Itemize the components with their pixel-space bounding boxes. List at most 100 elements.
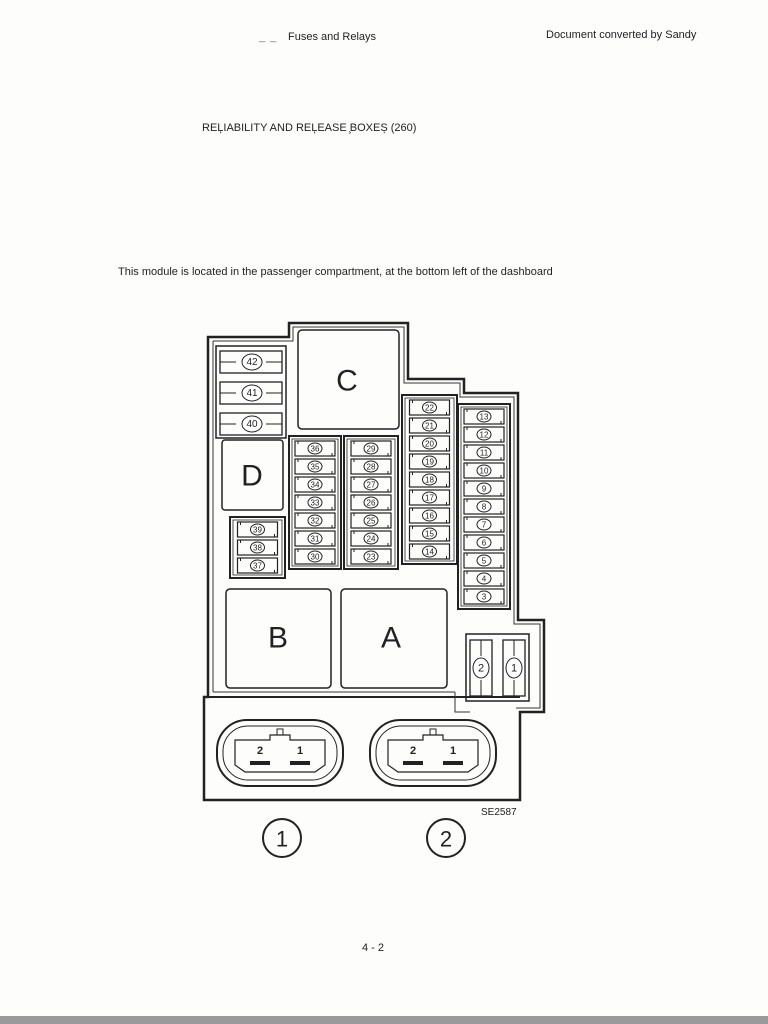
fuse-30: 30	[294, 548, 336, 565]
fuse-17: 17	[408, 489, 451, 506]
fuse-14: 14	[408, 543, 451, 560]
fuse-number-circle	[363, 532, 379, 545]
fuse-number: 37	[253, 562, 262, 571]
fuse-number-circle	[422, 545, 437, 558]
fuse-7: 7	[463, 516, 505, 533]
connector-pin	[443, 761, 463, 765]
fuse-body	[294, 530, 336, 547]
fuse-19: 19	[408, 453, 451, 470]
fuse-body	[408, 543, 451, 560]
header-title: Fuses and Relays	[288, 31, 377, 43]
fuse-body	[463, 516, 505, 533]
fuse-number-circle	[250, 523, 265, 536]
fuse-number-circle	[422, 437, 437, 450]
fuse-body	[408, 507, 451, 524]
fuse-rail-inner	[232, 519, 283, 576]
fuse-body	[294, 548, 336, 565]
fuse-35: 35	[294, 458, 336, 475]
fuse-number: 11	[480, 449, 489, 458]
relay-a	[340, 588, 448, 689]
fuse-29: 29	[350, 440, 392, 457]
fuse-number-circle	[250, 559, 265, 572]
fuse-number: 20	[425, 440, 434, 449]
fuse-number: 6	[482, 539, 487, 548]
fuse-number-circle	[472, 657, 490, 679]
connector-pin	[403, 761, 423, 765]
fuse-body	[408, 453, 451, 470]
fuse-body	[350, 458, 392, 475]
fuse-39: 39	[236, 521, 279, 538]
fuse-11: 11	[463, 444, 505, 461]
fuse-body	[408, 525, 451, 542]
scan-bottom-edge	[0, 1016, 768, 1024]
fuse-36: 36	[294, 440, 336, 457]
fuse-rail	[457, 403, 511, 610]
fuse-26: 26	[350, 494, 392, 511]
fuse-rail-inner	[291, 438, 339, 567]
connector-key	[429, 728, 437, 736]
connector-socket	[387, 734, 479, 773]
fuse-38: 38	[236, 539, 279, 556]
fuse-body	[463, 426, 505, 443]
fuse-number-circle	[363, 496, 379, 509]
fuse-number-circle	[307, 496, 323, 509]
fuse-number: 16	[425, 512, 434, 521]
fuse-body	[408, 417, 451, 434]
fuse-body	[294, 494, 336, 511]
fuse-number: 9	[482, 485, 487, 494]
fuse-number-circle	[422, 401, 437, 414]
fuse-number-circle	[422, 491, 437, 504]
fuse-18: 18	[408, 471, 451, 488]
fuse-1: 1	[502, 639, 526, 697]
fuse-15: 15	[408, 525, 451, 542]
fuse-number-circle	[422, 473, 437, 486]
fuse-number-circle	[363, 478, 379, 491]
fuse-body	[350, 476, 392, 493]
connector-pin	[290, 761, 310, 765]
fuse-13: 13	[463, 408, 505, 425]
fuse-number: 3	[482, 593, 487, 602]
fuse-body	[463, 588, 505, 605]
page-title: REĻIABILITY AND REĻEASE ̧BOXEȘ (260)	[202, 122, 417, 134]
fuse-21: 21	[408, 417, 451, 434]
fuse-number-circle	[307, 478, 323, 491]
connector-shell	[369, 719, 497, 787]
fuse-number-circle	[307, 514, 323, 527]
fuse-rail-inner	[460, 406, 508, 607]
fuse-4: 4	[463, 570, 505, 587]
module-description: This module is located in the passenger …	[118, 266, 553, 278]
fuse-number-circle	[422, 527, 437, 540]
fuse-body	[294, 458, 336, 475]
fuse-rail	[229, 516, 286, 579]
fuse-body	[350, 530, 392, 547]
fuse-number-circle	[363, 514, 379, 527]
fuse-number: 33	[311, 499, 320, 508]
fuse-number-circle	[476, 590, 492, 603]
fuse-number: 41	[246, 388, 258, 399]
fuse-number: 36	[311, 445, 320, 454]
fuse-12: 12	[463, 426, 505, 443]
fuse-holder	[465, 633, 530, 702]
fuse-number: 10	[480, 467, 489, 476]
fuse-number-circle	[307, 550, 323, 563]
fuse-number-circle	[422, 455, 437, 468]
fuse-number: 19	[425, 458, 434, 467]
housing-outline	[202, 321, 546, 802]
fuse-number: 7	[482, 521, 487, 530]
connector-shell	[216, 719, 344, 787]
fuse-10: 10	[463, 462, 505, 479]
fuse-16: 16	[408, 507, 451, 524]
fuse-number: 17	[425, 494, 434, 503]
fuse-number: 4	[482, 575, 487, 584]
housing-step	[454, 692, 470, 713]
fuse-number-circle	[363, 460, 379, 473]
fuse-body	[236, 521, 279, 538]
fuse-body	[463, 444, 505, 461]
fuse-number: 5	[482, 557, 487, 566]
fuse-28: 28	[350, 458, 392, 475]
fuse-number-circle	[241, 353, 263, 371]
